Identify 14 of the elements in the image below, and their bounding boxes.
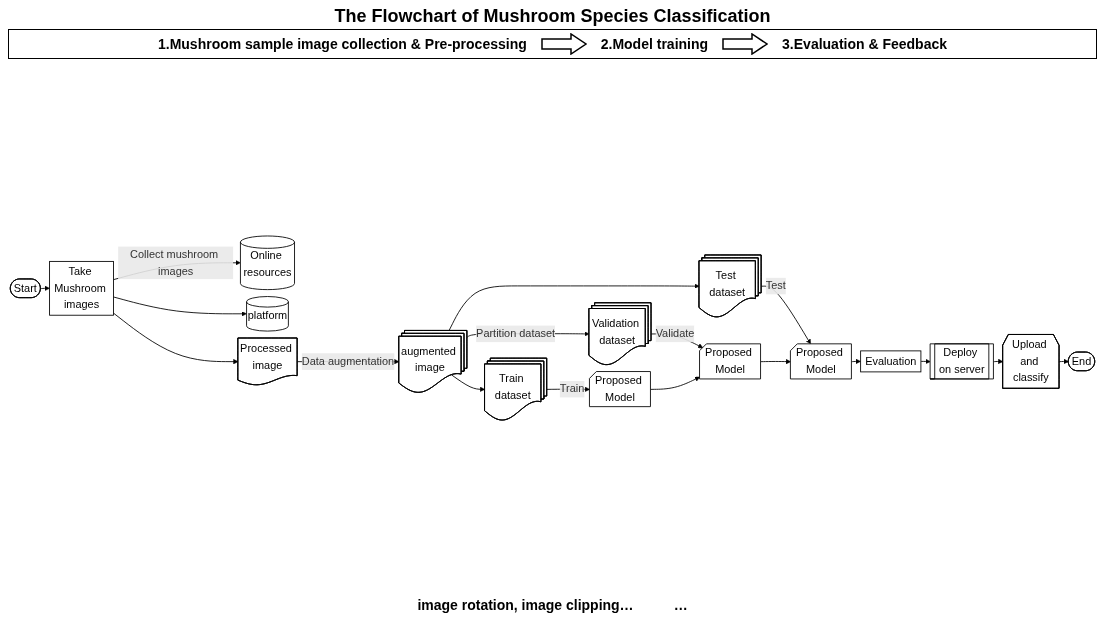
diagram-title: The Flowchart of Mushroom Species Classification — [333, 6, 772, 27]
phase-label: 3.Evaluation & Feedback — [782, 36, 948, 52]
edge-label: Test — [765, 279, 786, 292]
edge-label: Data augmentation — [301, 354, 395, 367]
note-text: … — [673, 597, 688, 613]
phase-label: 2.Model training — [600, 36, 709, 52]
edge-label: Collect mushroom images — [130, 248, 219, 277]
phase-label: 1.Mushroom sample image collection & Pre-processing — [157, 36, 527, 52]
edge-label: Train — [559, 382, 585, 395]
note-text: image rotation, image clipping… — [417, 597, 634, 613]
node-box: Evaluation — [860, 350, 922, 373]
edge-label: Validate — [655, 327, 695, 340]
node-box: Take Mushroom images — [49, 260, 114, 316]
edge-label: Partition dataset — [476, 327, 556, 340]
